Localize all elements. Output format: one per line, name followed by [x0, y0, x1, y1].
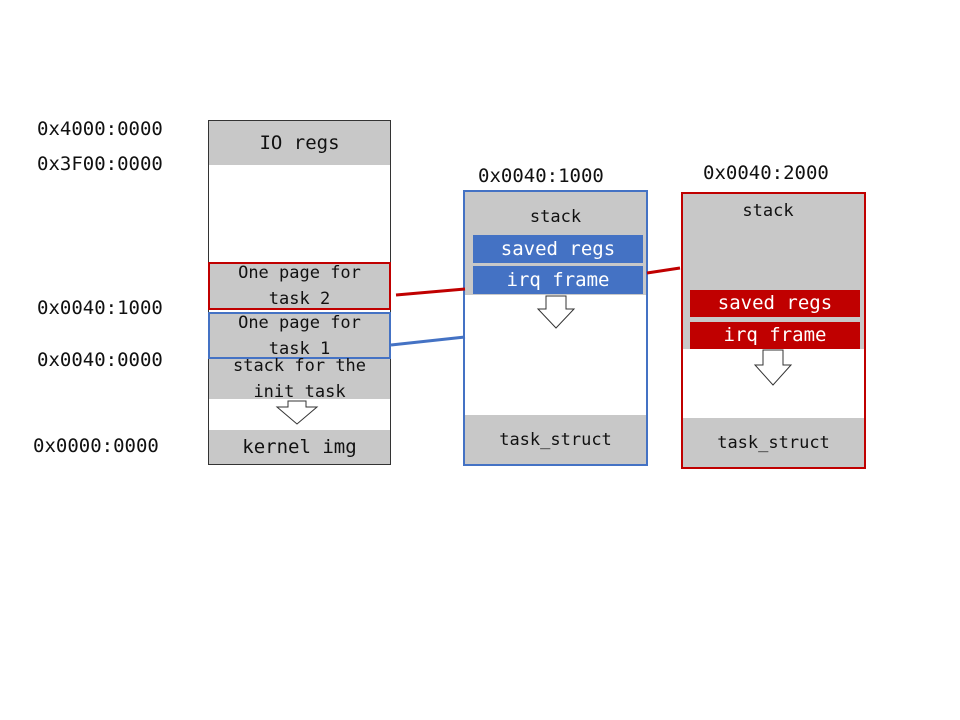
- task2-saved-regs: saved regs: [690, 290, 860, 317]
- address-label: 0x3F00:0000: [37, 153, 163, 175]
- task2-page-region: One page for task 2: [208, 262, 391, 310]
- init-stack-region: stack for the init task: [209, 356, 390, 402]
- init-stack-down-arrow-icon: [275, 400, 319, 425]
- address-label: 0x0040:1000: [37, 297, 163, 319]
- task2-page-address: 0x0040:2000: [703, 162, 829, 184]
- address-label: 0x0000:0000: [33, 435, 159, 457]
- task1-saved-regs: saved regs: [473, 235, 643, 263]
- task1-stack-down-arrow-icon: [536, 295, 576, 329]
- kernel-img-label: kernel img: [242, 435, 357, 458]
- io-regs-region: IO regs: [209, 121, 390, 165]
- task2-stack-down-arrow-icon: [753, 349, 793, 386]
- task2-connector-left: [395, 287, 466, 297]
- task1-page-detail: [463, 190, 648, 466]
- init-stack-label: stack for the init task: [232, 356, 367, 402]
- address-label: 0x0040:0000: [37, 349, 163, 371]
- task2-task-struct: task_struct: [683, 418, 864, 467]
- address-label: 0x4000:0000: [37, 118, 163, 140]
- task1-irq-frame: irq frame: [473, 266, 643, 294]
- task2-connector-right: [646, 266, 681, 275]
- task1-task-struct: task_struct: [465, 415, 646, 464]
- task2-page-label: One page for task 2: [238, 263, 361, 309]
- task1-page-label: One page for task 1: [238, 312, 361, 359]
- task2-page-detail: [681, 192, 866, 469]
- task1-page-region: One page for task 1: [208, 312, 391, 359]
- task1-connector: [390, 335, 466, 347]
- task1-stack-label: stack: [529, 207, 582, 227]
- task2-irq-frame: irq frame: [690, 322, 860, 349]
- kernel-img-region: kernel img: [209, 430, 390, 464]
- task2-stack-label: stack: [742, 201, 794, 221]
- io-regs-label: IO regs: [259, 131, 340, 154]
- task1-page-address: 0x0040:1000: [478, 165, 604, 187]
